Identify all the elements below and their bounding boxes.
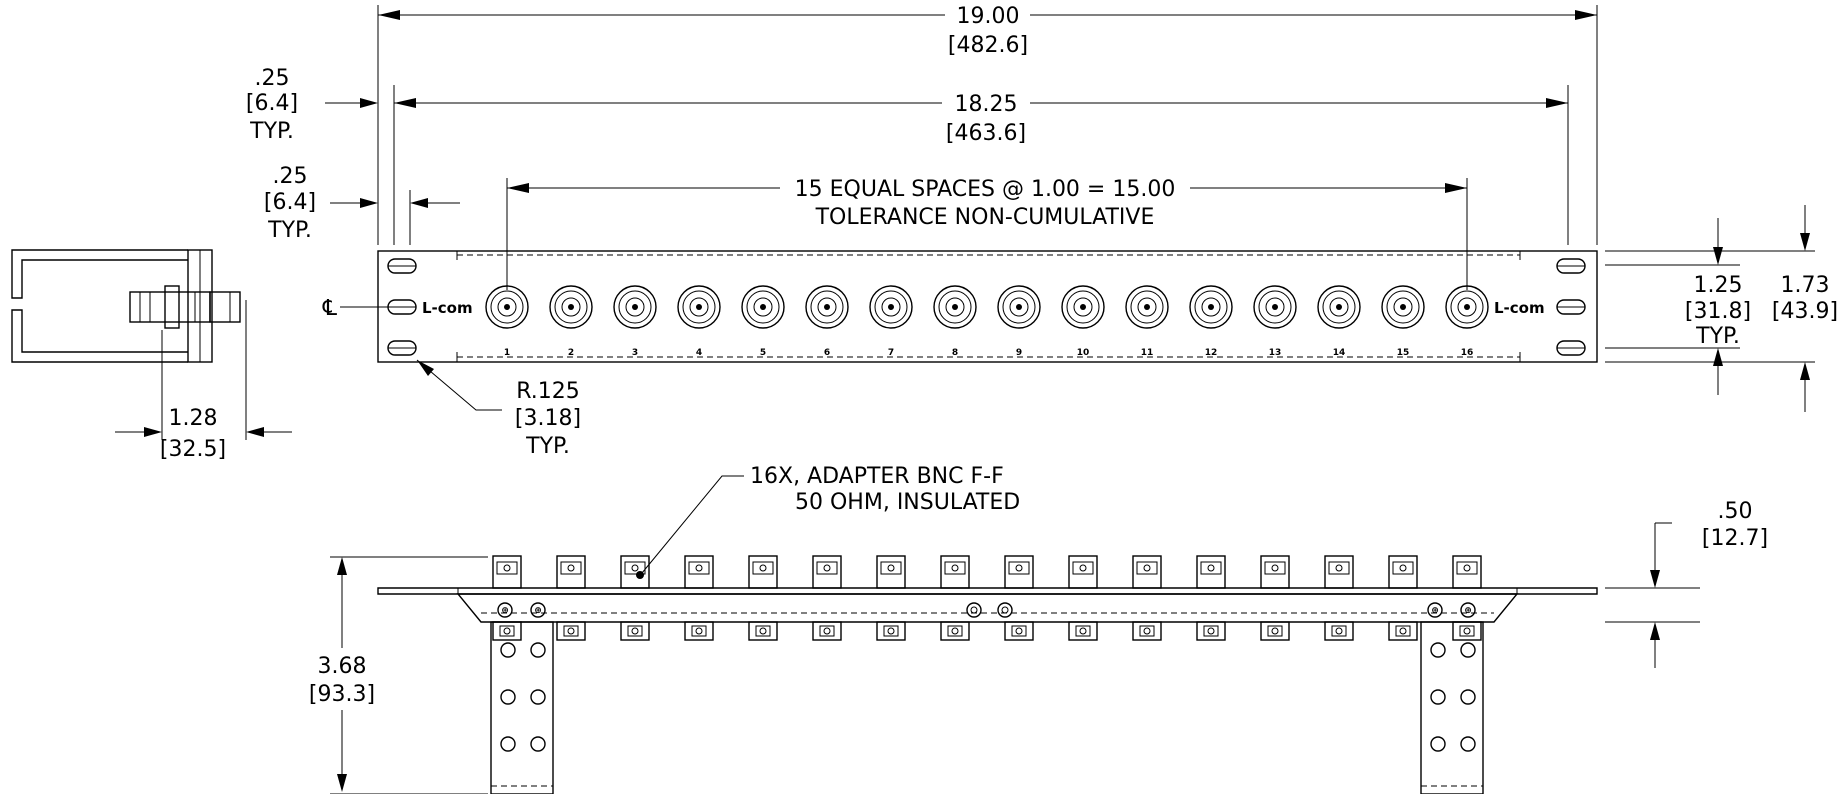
overall-width-in: 19.00 <box>957 4 1020 29</box>
bnc-top-9 <box>1004 555 1034 641</box>
bnc-top-15 <box>1388 555 1418 641</box>
bnc-connector-8 <box>933 285 977 329</box>
bnc-top-14 <box>1324 555 1354 641</box>
logo-left: L-com <box>422 299 473 317</box>
side-depth-mm: [32.5] <box>160 437 226 462</box>
port-label-16: 16 <box>1461 348 1474 358</box>
bnc-connector-11 <box>1125 285 1169 329</box>
callout-line2: 50 OHM, INSULATED <box>795 490 1020 515</box>
bnc-top-4 <box>684 555 714 641</box>
port-label-3: 3 <box>632 348 638 358</box>
port-label-14: 14 <box>1333 348 1346 358</box>
port-label-15: 15 <box>1397 348 1410 358</box>
svg-text:⊕: ⊕ <box>501 606 509 616</box>
hole-spacing-mm: [31.8] <box>1685 299 1751 324</box>
hole-spacing-note: TYP. <box>1695 324 1740 349</box>
bracket-depth-in: 3.68 <box>318 654 367 679</box>
bnc-top-3 <box>620 555 650 641</box>
edge-offset-2-note: TYP. <box>267 218 312 243</box>
edge-offset-2-in: .25 <box>273 164 308 189</box>
bnc-connector-1 <box>485 285 529 329</box>
bnc-connector-14 <box>1317 285 1361 329</box>
bnc-connector-15 <box>1381 285 1425 329</box>
port-label-5: 5 <box>760 348 766 358</box>
edge-offset-1-in: .25 <box>255 66 290 91</box>
bnc-connector-5 <box>741 285 785 329</box>
bnc-connectors-top-view <box>492 555 1482 641</box>
callout-line1: 16X, ADAPTER BNC F-F <box>750 464 1004 489</box>
front-view: 19.00 [482.6] 18.25 [463.6] .25 [6.4] TY… <box>246 4 1838 459</box>
panel-width-in: 18.25 <box>955 92 1018 117</box>
mounting-slots-left <box>387 258 417 356</box>
centerline-symbol: ℄ <box>322 296 338 321</box>
port-label-8: 8 <box>952 348 958 358</box>
bnc-top-10 <box>1068 555 1098 641</box>
bnc-protrusion-in: .50 <box>1718 499 1753 524</box>
bnc-top-5 <box>748 555 778 641</box>
port-label-10: 10 <box>1077 348 1090 358</box>
spacing-line2: TOLERANCE NON-CUMULATIVE <box>815 205 1155 230</box>
bnc-connector-3 <box>613 285 657 329</box>
svg-text:⊕: ⊕ <box>1431 606 1439 616</box>
bnc-protrusion-mm: [12.7] <box>1702 526 1768 551</box>
screws: ⊕ ⊕ ⊕ ⊕ <box>497 602 1476 618</box>
port-label-4: 4 <box>696 348 702 358</box>
port-label-12: 12 <box>1205 348 1218 358</box>
spacing-line1: 15 EQUAL SPACES @ 1.00 = 15.00 <box>795 177 1176 202</box>
bnc-connector-12 <box>1189 285 1233 329</box>
bnc-connector-4 <box>677 285 721 329</box>
port-label-2: 2 <box>568 348 574 358</box>
bnc-connector-13 <box>1253 285 1297 329</box>
bnc-connector-9 <box>997 285 1041 329</box>
panel-height-mm: [43.9] <box>1772 299 1838 324</box>
bnc-top-1 <box>492 555 522 641</box>
panel-width-mm: [463.6] <box>946 121 1026 146</box>
panel-height-in: 1.73 <box>1781 273 1830 298</box>
logo-right: L-com <box>1494 299 1545 317</box>
bnc-top-12 <box>1196 555 1226 641</box>
bnc-top-16 <box>1452 555 1482 641</box>
slot-radius-in: R.125 <box>516 379 580 404</box>
hole-spacing-in: 1.25 <box>1694 273 1743 298</box>
panel-body <box>377 250 1598 363</box>
bnc-top-7 <box>876 555 906 641</box>
bracket-depth-mm: [93.3] <box>309 682 375 707</box>
edge-offset-1-mm: [6.4] <box>246 91 298 116</box>
edge-offset-2-mm: [6.4] <box>264 190 316 215</box>
edge-offset-1-note: TYP. <box>249 119 294 144</box>
bnc-connectors-front <box>485 285 1489 329</box>
bnc-connector-10 <box>1061 285 1105 329</box>
side-view: 1.28 [32.5] <box>11 249 292 462</box>
bnc-top-13 <box>1260 555 1290 641</box>
port-label-9: 9 <box>1016 348 1022 358</box>
slot-radius-note: TYP. <box>525 434 570 459</box>
bracket-left <box>490 621 554 794</box>
svg-text:⊕: ⊕ <box>534 606 542 616</box>
bnc-connector-2 <box>549 285 593 329</box>
bnc-top-11 <box>1132 555 1162 641</box>
port-label-1: 1 <box>504 348 510 358</box>
bnc-connector-7 <box>869 285 913 329</box>
side-depth-in: 1.28 <box>169 406 218 431</box>
mounting-slots-right <box>1556 258 1586 356</box>
top-view: 16X, ADAPTER BNC F-F 50 OHM, INSULATED ⊕… <box>309 464 1768 794</box>
bnc-top-6 <box>812 555 842 641</box>
svg-text:⊕: ⊕ <box>1464 606 1472 616</box>
bnc-connector-6 <box>805 285 849 329</box>
bnc-top-2 <box>556 555 586 641</box>
bracket-right <box>1420 621 1484 794</box>
port-label-13: 13 <box>1269 348 1282 358</box>
overall-width-mm: [482.6] <box>948 33 1028 58</box>
bnc-connector-16 <box>1445 285 1489 329</box>
port-label-7: 7 <box>888 348 894 358</box>
slot-radius-mm: [3.18] <box>515 406 581 431</box>
port-label-11: 11 <box>1141 348 1154 358</box>
port-label-6: 6 <box>824 348 830 358</box>
bnc-top-8 <box>940 555 970 641</box>
